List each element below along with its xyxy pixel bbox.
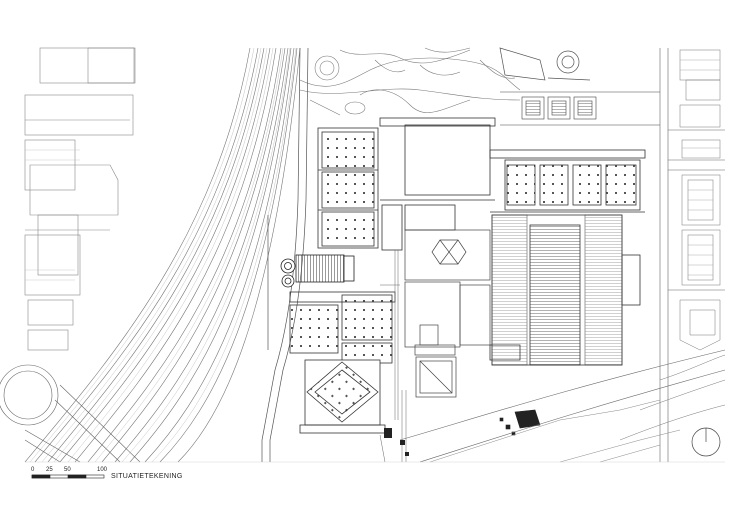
scale-label-100: 100: [97, 467, 108, 473]
left-parking: [25, 149, 80, 281]
scale-label-50: 50: [64, 467, 71, 473]
sculpture-plaza: [499, 409, 541, 436]
right-terrace-houses: [680, 59, 720, 276]
east-pavilions-top: [489, 149, 646, 213]
top-right-pavilions: [500, 91, 660, 126]
drawing-title: SITUATIETEKENING: [111, 473, 183, 480]
right-streets: [399, 48, 726, 463]
walkways: [379, 250, 407, 463]
right-residential-blocks: [619, 49, 726, 441]
park-top: [299, 47, 521, 116]
scale-bar: [31, 474, 105, 479]
museum-pavilions-south: [289, 291, 396, 364]
railway-tracks: [24, 47, 301, 463]
museum-pavilions-north: [317, 127, 379, 249]
central-courtyard: [404, 229, 491, 398]
hatched-auditorium: [280, 254, 355, 288]
bottom-right-blocks: [429, 399, 681, 463]
east-hall: [489, 214, 641, 366]
scale-label-0: 0: [31, 467, 35, 473]
roundabout-bottom-left: [0, 364, 141, 463]
roundabout-bottom-right: [691, 427, 721, 457]
main-hall-north: [379, 117, 496, 251]
scale-label-25: 25: [46, 467, 53, 473]
railway-lines-light: [29, 47, 297, 463]
main-road: [261, 47, 309, 462]
left-buildings: [24, 47, 136, 351]
roundabout-top-right: [499, 47, 591, 81]
small-objects-south: [384, 428, 409, 456]
diamond-pavilion: [299, 359, 386, 434]
